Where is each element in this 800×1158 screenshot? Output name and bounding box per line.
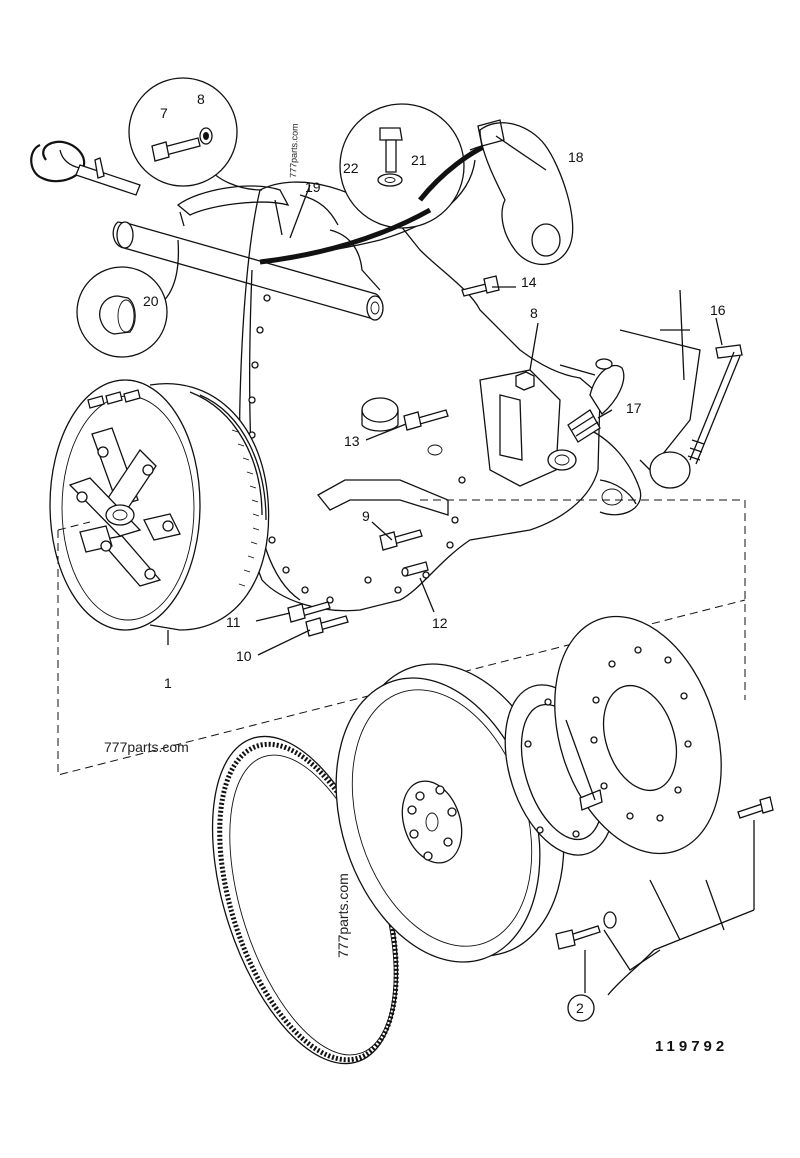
flex-plate [554,615,722,855]
callout-labels: 7 8 19 21 22 18 20 14 8 16 17 13 9 12 11… [143,91,726,1022]
callout-12: 12 [432,615,448,631]
watermark-vertical: 777parts.com [335,873,351,958]
torque-converter [49,379,270,631]
detail-circle-18 [259,119,574,266]
callout-7: 7 [160,105,168,121]
callout-21: 21 [411,152,427,168]
callout-11: 11 [226,614,241,630]
detail-circle-21-22 [339,103,465,229]
callout-20: 20 [143,293,159,309]
watermark-small: 777parts.com [288,123,300,178]
nut-8-lower [515,371,535,391]
bolt-2-lower [555,911,617,950]
callout-10: 10 [236,648,252,664]
callout-17: 17 [626,400,642,416]
callout-19: 19 [305,179,321,195]
rod-16 [687,344,743,465]
callout-8-lower: 8 [530,305,538,321]
callout-16: 16 [710,302,726,318]
bolt-14 [461,275,500,297]
fitting-17 [567,358,625,443]
callout-1: 1 [164,675,172,691]
callout-22: 22 [343,160,359,176]
bolt-10 [305,615,349,637]
dowel-12 [401,561,429,577]
watermark-left: 777parts.com [104,739,189,755]
callout-8-upper: 8 [197,91,205,107]
bolt-2-upper [737,796,774,819]
callout-9: 9 [362,508,370,524]
bolt-13 [403,409,449,431]
reference-number: 119792 [655,1038,728,1055]
callout-14: 14 [521,274,537,290]
detail-circle-20 [76,266,168,358]
dipstick [30,140,141,196]
bell-housing [239,181,701,612]
bolt-9 [379,529,423,551]
detail-circle-7-8 [128,77,238,187]
callout-2-circle [567,994,595,1022]
bolt-11 [287,601,331,623]
callout-13: 13 [344,433,360,449]
callout-2: 2 [576,1000,584,1016]
assembly-boundary [57,499,746,776]
callout-18: 18 [568,149,584,165]
